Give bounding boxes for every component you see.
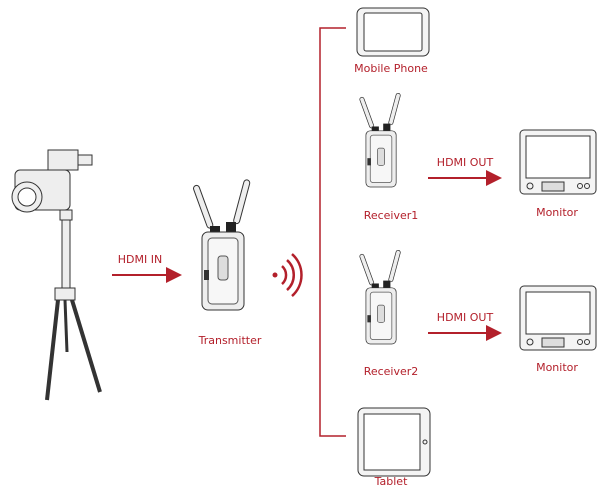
tablet-label: Tablet [374,475,408,488]
receiver2-icon [358,249,402,345]
monitor2-label: Monitor [536,361,578,374]
transmitter-label: Transmitter [198,334,262,347]
receiver1-icon [358,92,402,188]
mobile-phone-label: Mobile Phone [354,62,428,75]
distribution-bracket [319,27,346,437]
hdmi-out-label-1: HDMI OUT [436,156,494,169]
monitor1-icon [519,129,597,195]
wireless-signal-icon [272,253,303,297]
receiver2-label: Receiver2 [363,365,419,378]
receiver1-label: Receiver1 [363,209,419,222]
mobile-phone-icon [356,7,430,57]
hdmi-out-label-2: HDMI OUT [436,311,494,324]
hdmi-in-label: HDMI IN [117,253,163,266]
transmitter-icon [192,178,251,311]
monitor2-icon [519,285,597,351]
camera-tripod-icon [11,149,102,401]
monitor1-label: Monitor [536,206,578,219]
tablet-icon [357,407,431,477]
